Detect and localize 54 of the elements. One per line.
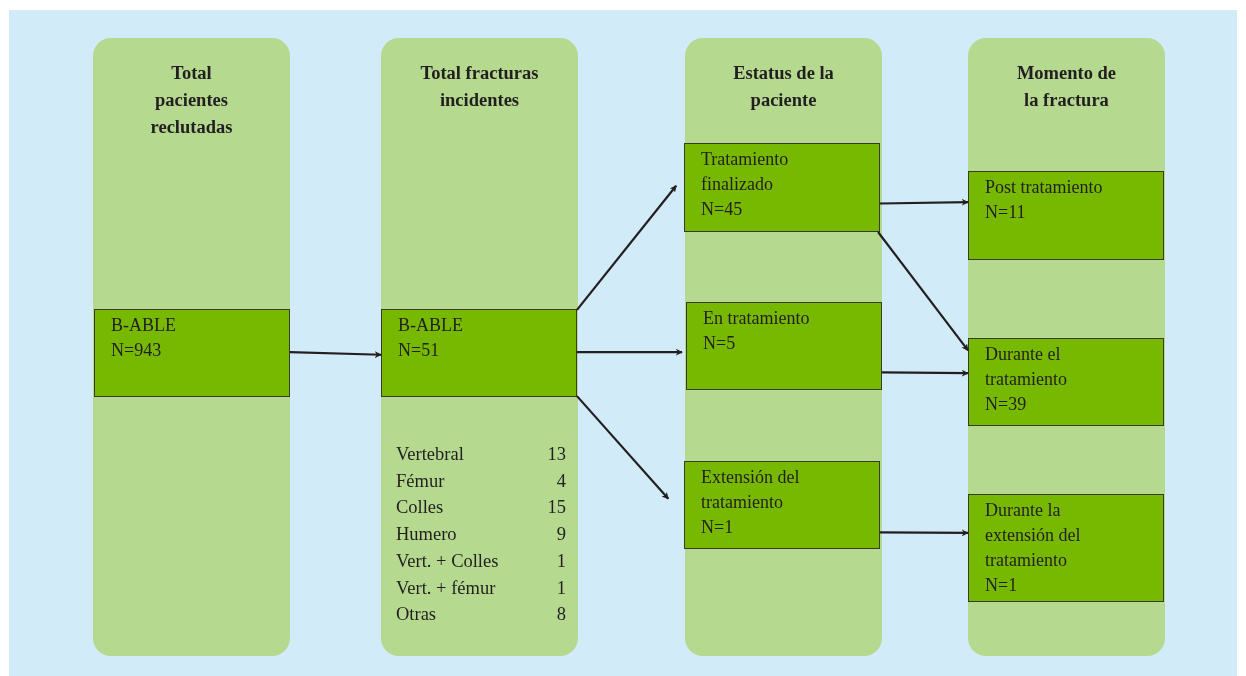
box-label: Durante la extensión del tratamiento — [985, 499, 1082, 572]
fracture-type: Vert. + Colles — [396, 550, 499, 571]
box-label: Tratamiento finalizado — [701, 148, 790, 196]
count-box — [381, 309, 577, 397]
table-count: 1 — [556, 550, 566, 571]
arrow — [880, 198, 969, 206]
arrow — [576, 395, 670, 500]
count-box — [686, 302, 882, 390]
column-panel — [381, 38, 578, 656]
box-label: B-ABLE — [111, 314, 176, 337]
arrow — [577, 348, 683, 356]
count-text: N=39 — [985, 393, 1027, 416]
count-text: N=51 — [398, 339, 440, 362]
count-text: N=45 — [701, 198, 743, 221]
count-box — [94, 309, 290, 397]
count-box — [968, 494, 1164, 602]
column-panel — [93, 38, 290, 656]
table-count: 1 — [556, 577, 566, 598]
column-heading: Estatus de la paciente — [732, 62, 835, 112]
table-count: 9 — [556, 524, 566, 545]
arrow — [877, 231, 969, 351]
arrow — [880, 529, 969, 537]
box-label: B-ABLE — [398, 314, 463, 337]
table-count: 4 — [556, 470, 566, 491]
count-box — [968, 338, 1164, 426]
column-panel — [968, 38, 1165, 656]
box-label: Extensión del tratamiento — [701, 466, 801, 514]
fracture-type: Vertebral — [396, 444, 464, 464]
arrow — [576, 185, 677, 311]
count-box — [968, 171, 1164, 260]
count-box — [684, 143, 880, 232]
count-text: N=943 — [111, 339, 162, 362]
count-text: N=5 — [703, 332, 736, 355]
fracture-type: Fémur — [396, 470, 445, 491]
fracture-type: Otras — [396, 604, 437, 625]
column-heading: Total pacientes reclutadas — [149, 62, 234, 139]
box-label: Post tratamiento — [985, 176, 1103, 199]
fracture-type: Vert. + fémur — [396, 577, 496, 598]
box-label: En tratamiento — [703, 307, 810, 330]
fracture-type: Colles — [396, 497, 444, 518]
arrow — [289, 351, 382, 359]
column-heading: Total fracturas incidentes — [419, 62, 540, 112]
count-text: N=1 — [985, 574, 1018, 597]
table-count: 8 — [556, 604, 566, 625]
column-heading: Momento de la fractura — [1016, 62, 1117, 112]
box-label: Durante el tratamiento — [985, 343, 1068, 391]
fracture-type: Humero — [396, 524, 457, 545]
count-text: N=11 — [985, 201, 1026, 224]
table-count: 13 — [547, 444, 566, 464]
column-panel — [685, 38, 882, 656]
count-box — [684, 461, 880, 549]
table-count: 15 — [547, 497, 566, 518]
arrow — [882, 369, 969, 377]
count-text: N=1 — [701, 516, 734, 539]
